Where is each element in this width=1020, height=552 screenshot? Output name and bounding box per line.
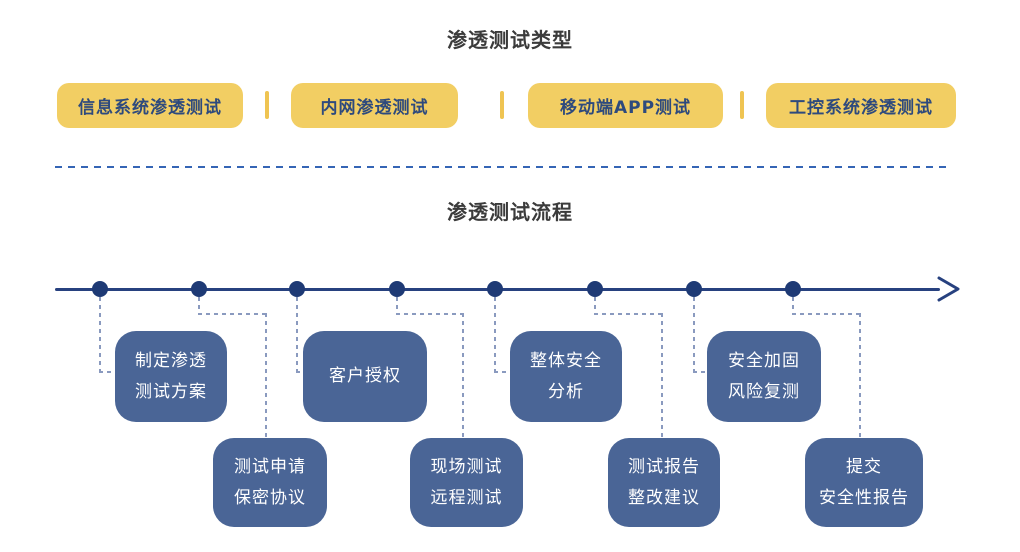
flow-step-text: 整改建议 — [628, 487, 700, 508]
connector-step6 — [594, 297, 596, 315]
connector-step8 — [859, 313, 861, 438]
pill-separator — [500, 91, 504, 119]
flow-step-security-analysis: 整体安全 分析 — [510, 331, 622, 422]
timeline-dot-7 — [686, 281, 702, 297]
flow-step-hardening-retest: 安全加固 风险复测 — [707, 331, 821, 422]
connector-step8 — [792, 313, 861, 315]
type-pill-ics: 工控系统渗透测试 — [766, 83, 956, 128]
type-pill-label: 内网渗透测试 — [320, 98, 429, 118]
flow-step-plan: 制定渗透 测试方案 — [115, 331, 227, 422]
flow-step-text: 安全加固 — [728, 350, 800, 371]
connector-step2 — [198, 297, 200, 315]
flow-step-text: 测试申请 — [234, 456, 306, 477]
timeline-dot-2 — [191, 281, 207, 297]
flow-step-text: 安全性报告 — [819, 487, 909, 508]
flow-step-onsite-remote-test: 现场测试 远程测试 — [410, 438, 523, 527]
flow-step-text: 测试方案 — [135, 381, 207, 402]
type-pill-label: 移动端APP测试 — [559, 98, 692, 118]
pill-separator — [740, 91, 744, 119]
connector-step8 — [792, 297, 794, 315]
flow-section-title: 渗透测试流程 — [447, 200, 573, 224]
connector-step4 — [396, 297, 398, 315]
dashed-divider — [55, 166, 952, 168]
pill-separator — [265, 91, 269, 119]
connector-step1 — [99, 371, 116, 373]
connector-step4 — [462, 313, 464, 438]
flow-step-text: 远程测试 — [430, 487, 503, 508]
timeline-dot-4 — [389, 281, 405, 297]
flow-step-text: 提交 — [846, 456, 882, 477]
timeline-dot-5 — [487, 281, 503, 297]
type-pill-label: 工控系统渗透测试 — [789, 98, 933, 118]
types-section-title: 渗透测试类型 — [447, 28, 573, 52]
connector-step5 — [494, 297, 496, 373]
flow-step-text: 制定渗透 — [135, 350, 207, 371]
type-pill-label: 信息系统渗透测试 — [78, 98, 222, 118]
connector-step7 — [693, 297, 695, 373]
flow-step-text: 整体安全 — [530, 350, 602, 371]
connector-step2 — [198, 313, 267, 315]
connector-step6 — [594, 313, 663, 315]
connector-step3 — [296, 297, 298, 373]
timeline-arrow-icon — [937, 276, 960, 302]
timeline-dot-1 — [92, 281, 108, 297]
flow-step-submit-report: 提交 安全性报告 — [805, 438, 923, 527]
flow-step-text: 风险复测 — [728, 381, 800, 402]
connector-step6 — [661, 313, 663, 438]
timeline-dot-3 — [289, 281, 305, 297]
timeline-dot-6 — [587, 281, 603, 297]
type-pill-intranet: 内网渗透测试 — [291, 83, 458, 128]
type-pill-info-system: 信息系统渗透测试 — [57, 83, 243, 128]
flow-step-report-suggestions: 测试报告 整改建议 — [608, 438, 720, 527]
connector-step4 — [396, 313, 464, 315]
flow-step-text: 分析 — [548, 381, 584, 402]
timeline-dot-8 — [785, 281, 801, 297]
flow-step-authorization: 客户授权 — [303, 331, 427, 422]
connector-step5 — [494, 371, 511, 373]
flow-step-text: 客户授权 — [329, 366, 401, 386]
flow-step-application-nda: 测试申请 保密协议 — [213, 438, 327, 527]
connector-step1 — [99, 297, 101, 373]
connector-step7 — [693, 371, 708, 373]
flow-step-text: 现场测试 — [430, 456, 503, 477]
flow-step-text: 测试报告 — [628, 456, 700, 477]
connector-step3 — [296, 371, 305, 373]
type-pill-mobile-app: 移动端APP测试 — [528, 83, 723, 128]
flow-step-text: 保密协议 — [234, 487, 306, 508]
connector-step2 — [265, 313, 267, 438]
